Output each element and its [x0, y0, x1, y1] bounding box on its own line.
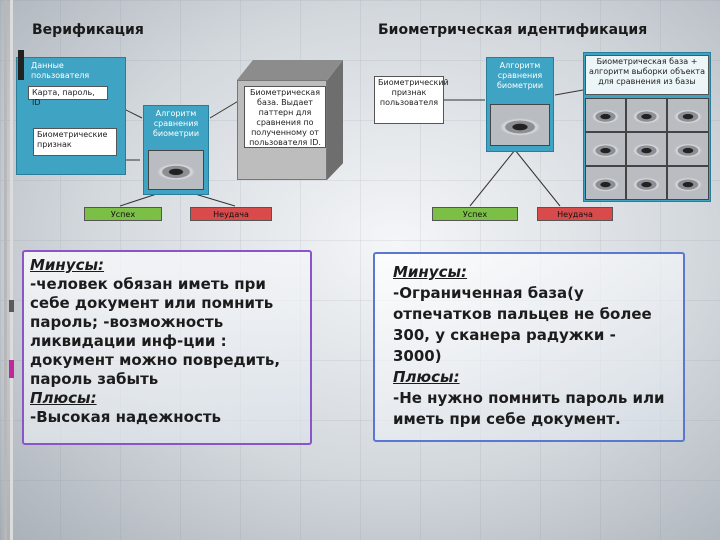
eye-image	[490, 104, 550, 146]
minus-title: Минусы:	[393, 263, 468, 281]
minus-text: -человек обязан иметь при себе документ …	[30, 275, 281, 388]
success-box: Успех	[432, 207, 518, 221]
eye-image	[626, 166, 667, 200]
failure-box: Неудача	[537, 207, 613, 221]
minus-title: Минусы:	[30, 256, 105, 274]
eye-image	[667, 98, 709, 132]
decorative-bar	[9, 360, 14, 378]
eye-image	[667, 166, 709, 200]
identification-text-panel: Минусы: -Ограниченная база(у отпечатков …	[373, 252, 685, 442]
algorithm-box: Алгоритм сравнения биометрии	[496, 61, 544, 90]
database-box: Биометрическая база. Выдает паттерн для …	[244, 86, 326, 148]
plus-title: Плюсы:	[30, 389, 97, 407]
minus-text: -Ограниченная база(у отпечатков пальцев …	[393, 284, 652, 365]
failure-box: Неудача	[190, 207, 272, 221]
decorative-bar	[10, 0, 13, 540]
success-box: Успех	[84, 207, 162, 221]
eye-image	[667, 132, 709, 166]
verification-text-panel: Минусы: -человек обязан иметь при себе д…	[22, 250, 312, 445]
plus-text: -Не нужно помнить пароль или иметь при с…	[393, 389, 665, 428]
plus-text: -Высокая надежность	[30, 408, 222, 426]
eye-image	[585, 98, 626, 132]
eye-image	[585, 166, 626, 200]
eye-gallery	[585, 98, 709, 200]
decorative-bar	[18, 50, 24, 80]
bio-features-box: Биометрические признак	[33, 128, 117, 156]
database-box: Биометрическая база + алгоритм выборки о…	[585, 55, 709, 95]
eye-image	[626, 98, 667, 132]
decorative-bar	[9, 300, 14, 312]
user-data-label: Данные пользователя	[31, 61, 90, 80]
eye-image	[626, 132, 667, 166]
card-password-box: Карта, пароль, ID	[28, 86, 108, 107]
eye-image	[585, 132, 626, 166]
verification-heading: Верификация	[32, 22, 144, 38]
eye-image	[148, 150, 204, 190]
identification-heading: Биометрическая идентификация	[378, 22, 648, 38]
plus-title: Плюсы:	[393, 368, 460, 386]
bio-features-box: Биометрический признак пользователя	[374, 76, 449, 124]
algorithm-box: Алгоритм сравнения биометрии	[152, 109, 200, 138]
decorative-bar	[4, 0, 7, 540]
